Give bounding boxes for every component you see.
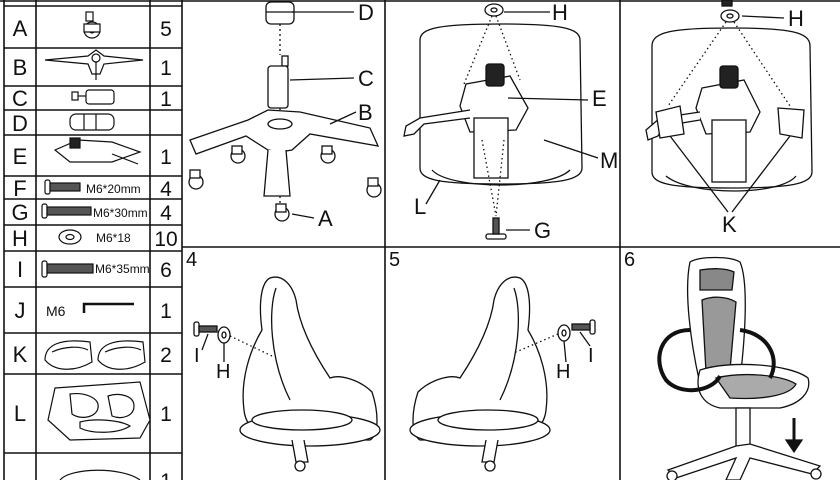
part-letter-b: B [13,55,28,80]
part-letter-i: I [17,257,23,282]
part-qty-h: 10 [154,228,177,251]
callout-i-step5: I [588,345,594,367]
part-quantities: 5 1 1 1 4 4 10 6 1 2 1 1 [154,18,177,485]
part-letter-d: D [12,111,28,136]
part-letter-g: G [11,200,28,225]
backrest-partial-icon [59,469,141,481]
callout-e: E [592,86,607,111]
part-qty-i: 6 [160,259,172,282]
star-base-icon [44,49,144,80]
part-letter-c: C [12,86,28,111]
part-size-h: M6*18 [96,231,131,245]
step-6-illustration [657,256,822,482]
part-qty-b: 1 [160,57,172,80]
callout-i-step4: I [194,345,200,367]
callout-b: B [358,100,373,125]
part-letter-k: K [13,342,28,367]
part-qty-l: 1 [160,403,172,426]
part-size-f: M6*20mm [86,182,141,196]
part-qty-j: 1 [160,300,172,323]
callout-m: M [600,148,618,173]
part-size-j: M6 [46,303,66,319]
callout-h-step4: H [216,361,230,383]
step-5-callouts: H I [556,345,594,383]
step-1-callouts: D C B A [318,0,374,231]
part-letter-h: H [12,226,28,251]
part-qty-g: 4 [160,202,172,225]
step-2-callouts: H E M L G [414,0,618,243]
part-letter-f: F [13,176,26,201]
step-3-illustration [645,0,813,213]
step-5-number: 5 [389,249,400,271]
hex-key-icon [82,302,134,313]
callout-g: G [534,218,551,243]
part-icons [41,11,151,481]
callout-d: D [358,0,374,25]
step-6-number: 6 [624,249,635,271]
part-qty-m: 1 [160,470,172,480]
callout-a: A [318,206,333,231]
side-cover-icon [44,340,146,370]
bolt-m6x35-icon [41,260,94,278]
callout-h-step3: H [788,6,804,31]
step-2-illustration [403,3,599,240]
part-letter-j: J [15,298,26,323]
step-4-callouts: I H [194,345,230,383]
part-letter-a: A [13,16,28,41]
part-qty-f: 4 [160,178,172,201]
part-qty-e: 1 [160,146,172,169]
callout-k: K [722,212,737,237]
part-size-i: M6*35mm [95,262,150,276]
part-letters: A B C D E F G H I J K L [11,16,28,426]
tilt-mechanism-icon [53,137,142,165]
callout-h-step5: H [556,361,570,383]
step-4-number: 4 [186,249,197,271]
callout-h: H [552,0,568,25]
part-qty-a: 5 [160,18,172,41]
gas-lift-icon [71,89,115,105]
part-size-g: M6*30mm [93,206,148,220]
caster-icon [83,11,101,39]
part-letter-e: E [13,144,28,169]
gas-lift-cover-icon [69,113,115,131]
step-1-illustration [188,1,382,222]
washer-icon [58,229,82,245]
callout-l: L [414,194,426,219]
step-4-illustration [193,276,381,472]
part-letter-l: L [14,401,26,426]
seat-pad-icon [47,381,151,441]
step-3-callouts: H K [722,6,804,237]
bolt-m6x20-icon [44,179,81,195]
callout-c: C [358,66,374,91]
part-size-labels: M6*20mm M6*30mm M6*18 M6*35mm M6 [46,182,150,319]
part-qty-k: 2 [160,344,172,367]
step-5-illustration [409,276,596,472]
part-qty-c: 1 [160,88,172,111]
bolt-m6x30-icon [41,203,92,219]
